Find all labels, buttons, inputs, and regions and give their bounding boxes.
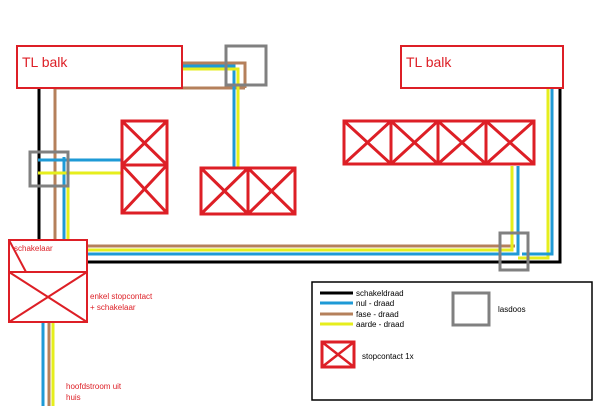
socket <box>120 119 169 167</box>
legend-item-label: fase - draad <box>356 310 399 319</box>
socket <box>120 163 169 215</box>
switch-box: schakelaar <box>8 239 88 273</box>
socket <box>199 166 250 216</box>
socket <box>484 119 536 166</box>
neutral-wire-top <box>182 64 236 168</box>
legend-socket-label: stopcontact 1x <box>362 352 414 361</box>
switch-wire-bottom <box>87 88 562 264</box>
junction-box-top <box>224 44 268 87</box>
legend-item-label: aarde - draad <box>356 320 404 329</box>
mains-label-2: huis <box>66 393 81 402</box>
tl-balk-right-label: TL balk <box>406 54 452 70</box>
tl-balk-right: TL balk <box>400 45 564 89</box>
tl-balk-left: TL balk <box>16 45 183 89</box>
phase-wire-top <box>182 61 247 88</box>
earth-wire-top <box>182 67 240 168</box>
socket-switch-box <box>8 271 88 323</box>
mains-label-1: hoofdstroom uit <box>66 382 122 391</box>
neutral-wire-bottom <box>87 166 520 256</box>
socket <box>342 119 393 166</box>
socket-switch-label-2: + schakelaar <box>90 303 136 312</box>
neutral-wire-right <box>522 88 554 256</box>
switch-label: schakelaar <box>14 244 53 253</box>
socket <box>389 119 440 166</box>
tl-balk-left-label: TL balk <box>22 54 68 70</box>
earth-wire-bottom <box>87 166 514 252</box>
socket <box>436 119 488 166</box>
legend-junction-box-icon <box>451 291 491 327</box>
junction-box-right <box>498 231 530 272</box>
legend-socket-icon <box>320 340 356 369</box>
junction-box-left <box>28 150 70 188</box>
legend: schakeldraad nul - draad fase - draad aa… <box>311 281 593 401</box>
wires <box>37 61 562 406</box>
socket-switch-label-1: enkel stopcontact <box>90 292 153 301</box>
legend-junction-box-label: lasdoos <box>498 305 526 314</box>
legend-item-label: schakeldraad <box>356 289 404 298</box>
legend-item-label: nul - draad <box>356 299 394 308</box>
socket <box>246 166 297 216</box>
sockets <box>120 119 536 216</box>
